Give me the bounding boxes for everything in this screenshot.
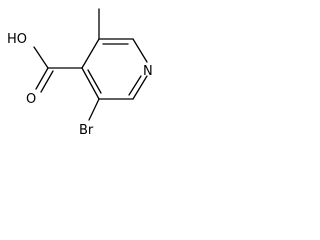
chemical-structure-diagram: HO O N Br xyxy=(7,8,153,138)
bond-c2-n xyxy=(132,38,148,63)
bond-n-c6 xyxy=(132,75,148,100)
bond-c4-c3 xyxy=(81,38,100,69)
bond-c5-br xyxy=(88,98,100,121)
ring-nitrogen-label: N xyxy=(143,64,153,79)
bond-c5-c4 xyxy=(81,67,100,100)
bond-carboxyl-oh xyxy=(33,46,49,69)
bond-n-c6-inner xyxy=(128,75,142,96)
bonds xyxy=(33,8,148,121)
hydroxyl-label: HO xyxy=(7,32,27,47)
bond-c5-c4-inner xyxy=(87,69,102,94)
atom-labels: HO O N Br xyxy=(7,32,153,138)
carbonyl-oxygen-label: O xyxy=(26,92,36,107)
bond-carboxyl-o-double-2 xyxy=(40,70,54,93)
bromine-label: Br xyxy=(79,123,94,138)
bond-carboxyl-o-double-1 xyxy=(35,67,49,90)
